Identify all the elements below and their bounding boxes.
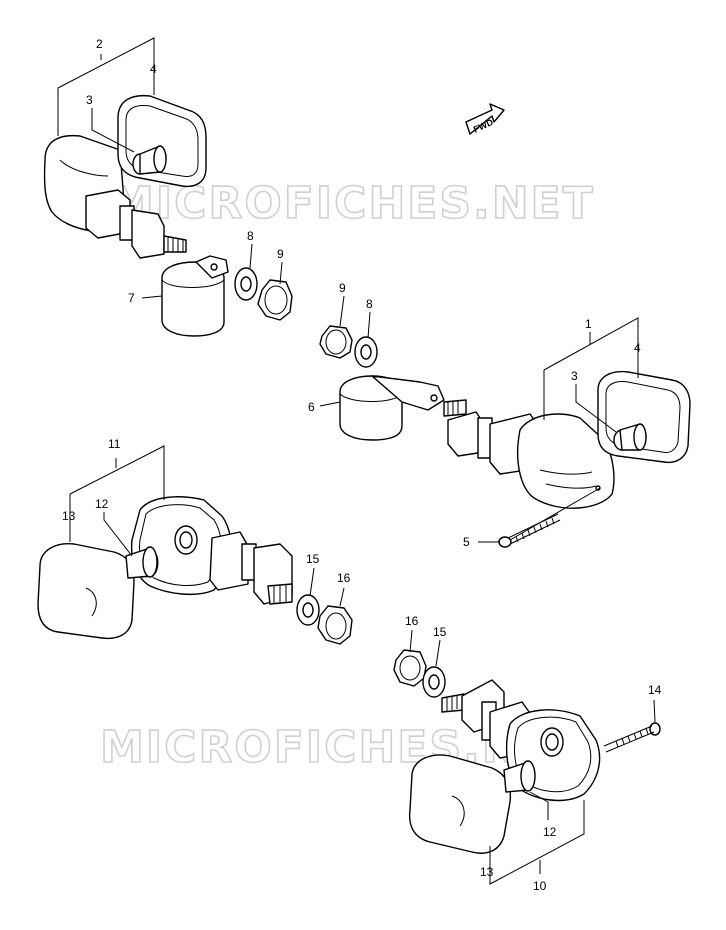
nut-9a [257, 279, 293, 321]
callout-2: 2 [96, 37, 103, 51]
clamp-7 [161, 255, 229, 337]
nut-9b [319, 325, 353, 359]
washer-8a [234, 267, 258, 301]
callout-16a: 16 [337, 571, 351, 585]
callout-6: 6 [308, 400, 315, 414]
turn-signal-assembly-10 [408, 679, 601, 854]
screw-5 [498, 513, 561, 548]
leader-lines [57, 37, 656, 885]
callout-7: 7 [128, 291, 135, 305]
callout-11: 11 [108, 437, 121, 451]
callout-8a: 8 [247, 229, 254, 243]
callout-13b: 13 [480, 865, 494, 879]
callout-labels: 2 4 3 8 9 7 9 8 1 4 3 6 5 11 12 13 15 16… [62, 37, 662, 893]
washer-15a [296, 594, 320, 626]
callout-9a: 9 [277, 247, 284, 261]
fwd-arrow-icon: FWD [465, 103, 505, 135]
callout-5: 5 [463, 535, 470, 549]
callout-1: 1 [585, 317, 592, 331]
turn-signal-assembly-2 [43, 94, 207, 259]
clamp-6 [339, 375, 445, 441]
callout-15b: 15 [433, 625, 447, 639]
turn-signal-assembly-11 [37, 496, 293, 640]
washer-15b [422, 666, 446, 698]
callout-15a: 15 [306, 552, 320, 566]
screw-14 [603, 722, 661, 753]
callout-3b: 3 [571, 369, 578, 383]
callout-16b: 16 [405, 614, 419, 628]
nut-16b [393, 649, 427, 687]
callout-14: 14 [648, 683, 662, 697]
callout-8b: 8 [366, 297, 373, 311]
callout-9b: 9 [339, 281, 346, 295]
washer-8b [354, 336, 378, 368]
callout-4a: 4 [150, 62, 157, 76]
callout-3a: 3 [86, 93, 93, 107]
callout-12b: 12 [543, 825, 557, 839]
callout-13a: 13 [62, 509, 76, 523]
callout-10: 10 [533, 879, 547, 893]
callout-4b: 4 [634, 341, 641, 355]
callout-12a: 12 [95, 497, 109, 511]
nut-16a [317, 605, 353, 645]
turn-signal-assembly-1 [443, 370, 691, 509]
